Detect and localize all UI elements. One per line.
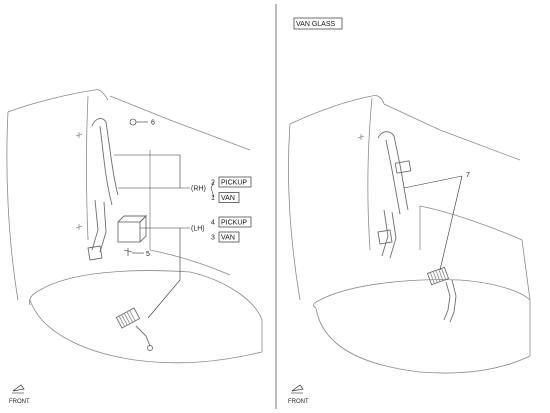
rh-variants: 2 PICKUP 1 VAN <box>210 176 252 203</box>
rh-group-label: (RH) <box>191 186 206 193</box>
front-label-right: FRONT <box>288 399 309 405</box>
lh-leader-lines <box>140 227 190 319</box>
rh-van-number: 1 <box>211 195 215 202</box>
callout-part-7 <box>403 175 463 271</box>
front-arrow-icon <box>12 384 25 394</box>
lh-van-label: VAN <box>221 235 235 242</box>
van-glass-box <box>293 17 343 30</box>
rh-van-label: VAN <box>221 195 235 202</box>
part-7-label: 7 <box>466 172 470 179</box>
rh-leader-lines <box>114 154 190 189</box>
part-6-label: 6 <box>151 120 155 127</box>
rh-pickup-box <box>218 176 252 188</box>
part-5-label: 5 <box>146 251 150 258</box>
front-arrow-icon <box>291 384 304 394</box>
lh-group-label: (LH) <box>191 226 205 233</box>
lh-van-box <box>218 231 240 243</box>
lh-van-number: 3 <box>211 235 215 242</box>
callout-part-6: 6 <box>129 118 155 127</box>
rh-pickup-number: 2 <box>211 180 215 187</box>
left-seat-outline <box>6 89 263 364</box>
front-label-left: FRONT <box>9 399 30 405</box>
callout-part-5: 5 <box>132 251 150 258</box>
lh-pickup-label: PICKUP <box>221 220 247 227</box>
right-seat-outline <box>288 95 531 374</box>
rh-pickup-label: PICKUP <box>221 180 247 187</box>
lh-pickup-number: 4 <box>211 220 215 227</box>
rh-van-box <box>218 192 240 203</box>
lh-variants: 4 PICKUP 3 VAN <box>211 216 252 243</box>
right-seatbelt-assembly <box>357 131 457 323</box>
van-glass-label: VAN GLASS <box>296 21 335 28</box>
left-seatbelt-assembly <box>75 118 153 351</box>
lh-pickup-box <box>218 216 252 228</box>
